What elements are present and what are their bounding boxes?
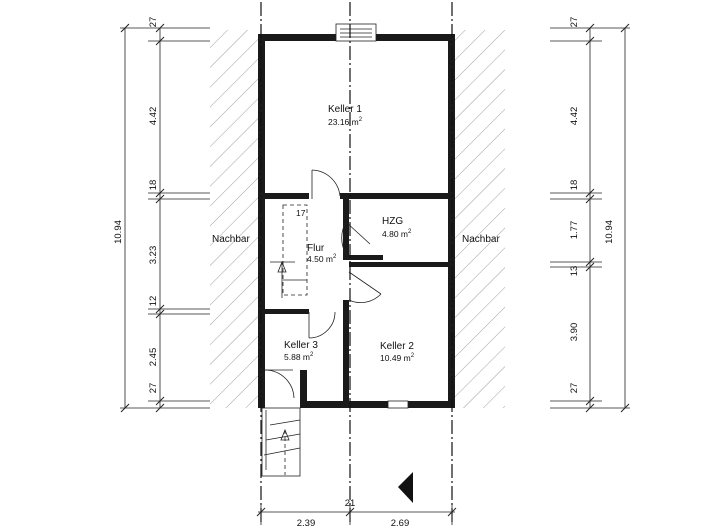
dim-right-seg-3: 1.77: [569, 221, 580, 240]
dim-right-seg-6: 27: [569, 383, 580, 394]
neighbor-hatch-left: [210, 30, 258, 408]
section-marker: [398, 472, 413, 503]
dim-left-seg-1: 4.42: [148, 107, 159, 126]
dim-right-seg-4: 13: [569, 266, 580, 277]
room-keller1-area: 23.16 m2: [328, 117, 363, 127]
room-hzg-name: HZG: [382, 216, 403, 227]
dim-right-seg-5: 3.90: [569, 323, 580, 342]
dim-left-seg-6: 27: [148, 383, 159, 394]
dim-right-total: 10.94: [604, 220, 615, 244]
dimension-chain-right: [550, 23, 630, 413]
dimension-chain-bottom: [256, 505, 457, 525]
outside-stair: [261, 407, 301, 477]
room-keller2-name: Keller 2: [380, 341, 414, 352]
stair-step-label: 17: [296, 208, 306, 218]
door-keller3: [308, 311, 336, 339]
dim-left-seg-3: 3.23: [148, 246, 159, 265]
dim-right-seg-1: 4.42: [569, 107, 580, 126]
dim-left-seg-4: 12: [148, 296, 159, 307]
dim-left-seg-0: 27: [148, 17, 159, 28]
window-top: [335, 23, 377, 42]
inner-stair: 17: [270, 204, 308, 298]
neighbor-label-right: Nachbar: [462, 234, 500, 245]
window-bottom: [387, 400, 409, 409]
dim-left-total: 10.94: [113, 220, 124, 244]
neighbor-label-left: Nachbar: [212, 234, 250, 245]
dim-right-seg-2: 18: [569, 180, 580, 191]
room-hzg-area: 4.80 m2: [382, 229, 412, 239]
dim-bottom-seg-1: 2.69: [391, 518, 410, 529]
dimension-chain-left: [120, 23, 210, 413]
door-keller1: [311, 169, 341, 199]
room-flur-area: 4.50 m2: [307, 254, 337, 264]
room-keller2-area: 10.49 m2: [380, 353, 415, 363]
room-keller3-area: 5.88 m2: [284, 352, 314, 362]
door-exterior: [264, 369, 295, 399]
interior-walls: [265, 193, 448, 408]
dim-bottom-seg-0: 2.39: [297, 518, 316, 529]
room-flur-name: Flur: [307, 243, 325, 254]
dim-bottom-total: 21: [345, 498, 356, 509]
room-keller3-name: Keller 3: [284, 340, 318, 351]
dim-left-seg-5: 2.45: [148, 348, 159, 367]
dim-left-seg-2: 18: [148, 180, 159, 191]
room-keller1-name: Keller 1: [328, 104, 362, 115]
door-keller2: [348, 271, 382, 303]
dim-right-seg-0: 27: [569, 17, 580, 28]
neighbor-hatch-right: [455, 30, 505, 408]
